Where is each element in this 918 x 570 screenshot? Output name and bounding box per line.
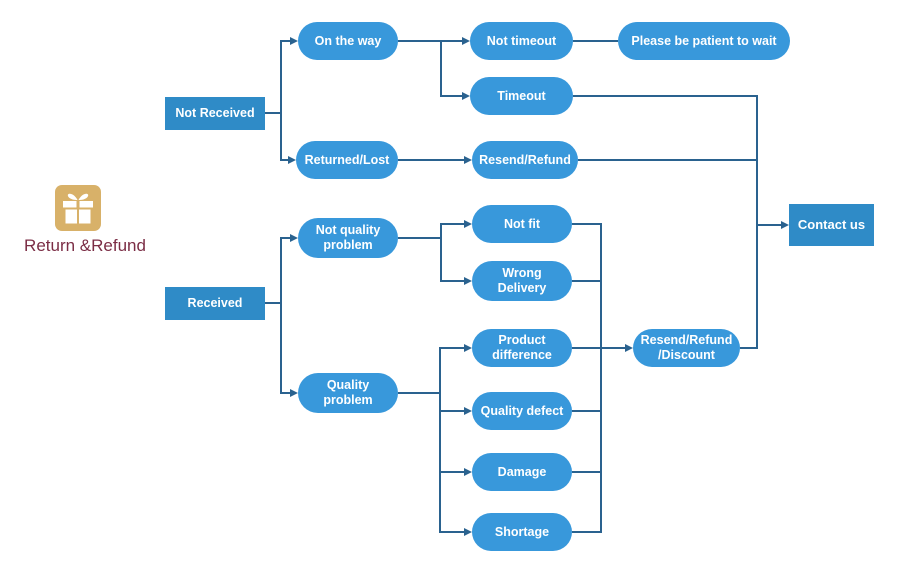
connector-line [440,280,466,282]
gift-icon [55,185,101,231]
node-wrong-delivery: Wrong Delivery [472,261,572,301]
connector-line [756,224,783,226]
connector-line [740,347,758,349]
arrowhead-icon [781,220,789,229]
arrowhead-icon [464,527,472,536]
connector-line [439,471,466,473]
arrowhead-icon [625,343,633,352]
arrowhead-icon [464,219,472,228]
connector-line [265,112,281,114]
node-not-quality-problem: Not quality problem [298,218,398,258]
connector-line [440,40,442,97]
connector-line [573,95,758,97]
arrowhead-icon [464,406,472,415]
node-quality-problem: Quality problem [298,373,398,413]
connector-line [572,410,601,412]
arrowhead-icon [462,36,470,45]
arrowhead-icon [290,36,298,45]
connector-line [572,347,627,349]
node-please-be-patient-to-wait: Please be patient to wait [618,22,790,60]
connector-line [280,159,290,161]
connector-line [398,392,441,394]
connector-line [578,159,758,161]
connector-line [280,40,282,161]
arrowhead-icon [290,233,298,242]
connector-line [572,531,601,533]
node-damage: Damage [472,453,572,491]
arrowhead-icon [464,155,472,164]
node-contact-us: Contact us [789,204,874,246]
connector-line [439,347,466,349]
connector-line [265,302,281,304]
connector-line [572,223,601,225]
arrowhead-icon [288,155,296,164]
connector-line [440,95,464,97]
connector-line [600,223,602,533]
node-not-timeout: Not timeout [470,22,573,60]
connector-line [439,410,466,412]
node-returned-lost: Returned/Lost [296,141,398,179]
node-not-received: Not Received [165,97,265,130]
connector-line [440,223,466,225]
connector-line [398,237,442,239]
connector-line [398,159,466,161]
connector-line [398,40,464,42]
arrowhead-icon [290,388,298,397]
node-resend-refund: Resend/Refund [472,141,578,179]
node-on-the-way: On the way [298,22,398,60]
connector-line [439,347,441,533]
arrowhead-icon [464,276,472,285]
node-not-fit: Not fit [472,205,572,243]
connector-line [280,392,292,394]
arrowhead-icon [464,467,472,476]
node-resend-refund-discount: Resend/Refund /Discount [633,329,740,367]
arrowhead-icon [462,91,470,100]
connector-line [573,40,618,42]
node-shortage: Shortage [472,513,572,551]
node-quality-defect: Quality defect [472,392,572,430]
connector-line [756,95,758,349]
connector-line [280,237,292,239]
diagram-title: Return &Refund [24,236,146,255]
node-product-difference: Product difference [472,329,572,367]
node-received: Received [165,287,265,320]
connector-line [439,531,466,533]
connector-line [280,237,282,394]
connector-line [572,471,601,473]
node-timeout: Timeout [470,77,573,115]
connector-line [572,280,601,282]
arrowhead-icon [464,343,472,352]
connector-line [440,223,442,282]
connector-line [280,40,292,42]
